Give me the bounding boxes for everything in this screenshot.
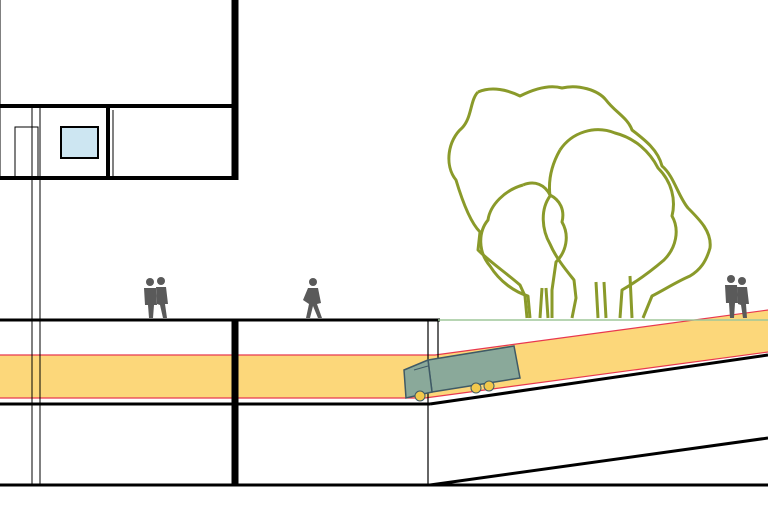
tree-cluster-icon: [447, 85, 712, 319]
ramp-lower: [429, 436, 768, 487]
ramp-band: [0, 309, 768, 399]
couple-figure-icon: [725, 275, 749, 318]
ramp-fill: [0, 310, 768, 398]
door-icon: [14, 126, 39, 179]
vertical-shaft: [31, 106, 41, 485]
main-structure: [0, 318, 768, 487]
people-group-right: [725, 275, 749, 318]
upper-building: [0, 0, 239, 180]
ramp-soffit: [429, 353, 768, 406]
couple-figure-icon: [144, 277, 168, 318]
truck-icon: [403, 345, 521, 402]
person-walking: [303, 278, 322, 318]
people-group-left: [144, 277, 168, 318]
walking-person-icon: [303, 278, 322, 318]
ramp-structure: [429, 353, 768, 487]
ramp-top-edge: [0, 309, 768, 356]
window-icon: [60, 126, 99, 159]
